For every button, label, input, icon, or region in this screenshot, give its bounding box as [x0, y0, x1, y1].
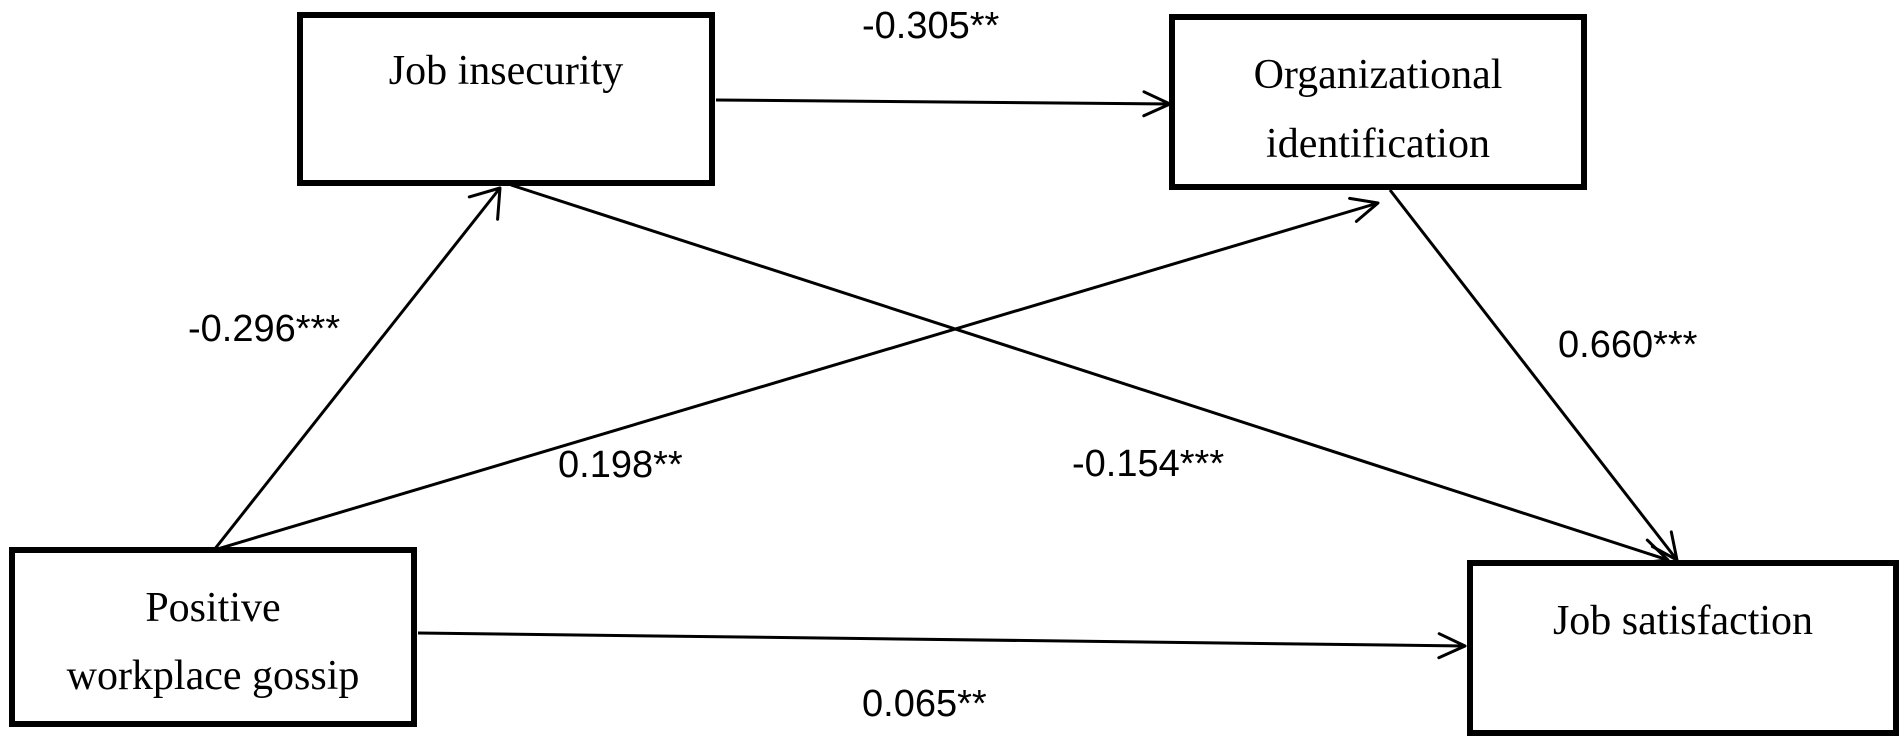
- arrowhead: [467, 186, 502, 221]
- arrowhead: [1437, 632, 1467, 660]
- edge-gossip-to-identification: [213, 196, 1380, 552]
- coefficient-gossip-to-insecurity: -0.296***: [188, 308, 340, 350]
- arrowhead: [1348, 196, 1380, 223]
- edge-line: [1388, 189, 1679, 561]
- node-label: Job satisfaction: [1553, 598, 1813, 644]
- node-job-satisfaction: Job satisfaction: [1467, 560, 1899, 736]
- edge-insecurity-to-identification: [715, 90, 1172, 118]
- coefficient-gossip-to-satisfaction: 0.065**: [862, 683, 987, 725]
- node-label: Job insecurity: [389, 48, 623, 94]
- edge-gossip-to-insecurity: [212, 186, 502, 551]
- coefficient-insecurity-to-identification: -0.305**: [862, 5, 1000, 47]
- edge-identification-to-satisfaction: [1388, 189, 1679, 562]
- coefficient-insecurity-to-satisfaction: -0.154***: [1072, 443, 1224, 485]
- coefficient-gossip-to-identification: 0.198**: [558, 444, 683, 486]
- node-box: [9, 547, 417, 727]
- node-box: [1467, 560, 1899, 736]
- edge-line: [212, 187, 502, 551]
- node-box: [297, 12, 715, 186]
- node-box: [1169, 14, 1587, 190]
- node-label-line-1: Organizational: [1254, 52, 1503, 98]
- edge-gossip-to-satisfaction: [417, 631, 1467, 660]
- node-organizational-identification: Organizational identification: [1169, 14, 1587, 190]
- coefficient-identification-to-satisfaction: 0.660***: [1558, 324, 1698, 366]
- edge-insecurity-to-satisfaction: [510, 183, 1670, 565]
- edge-line: [417, 631, 1466, 648]
- edge-line: [510, 183, 1669, 562]
- node-job-insecurity: Job insecurity: [297, 12, 715, 186]
- edge-line: [213, 201, 1379, 552]
- node-positive-workplace-gossip: Positive workplace gossip: [9, 547, 417, 727]
- edge-line: [715, 98, 1171, 106]
- node-label-line-1: Positive: [145, 585, 280, 631]
- node-label-line-2: workplace gossip: [67, 653, 360, 699]
- node-label-line-2: identification: [1266, 121, 1490, 167]
